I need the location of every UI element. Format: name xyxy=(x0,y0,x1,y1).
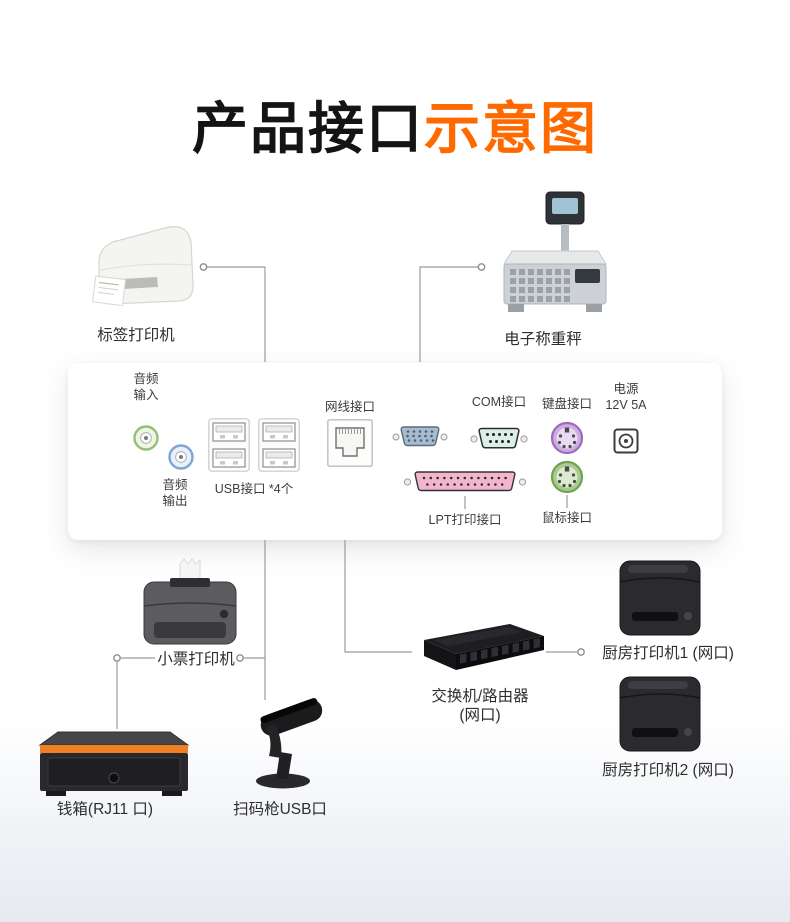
ps2-mouse-port-icon xyxy=(550,460,584,494)
audio-out-label: 音频 输出 xyxy=(162,478,188,508)
kitchen-printer-1-label: 厨房打印机1 (网口) xyxy=(602,645,734,662)
scanner-label: 扫码枪USB口 xyxy=(233,801,327,818)
audio-in-label: 音频 输入 xyxy=(133,372,159,402)
lpt-label: LPT打印接口 xyxy=(428,513,502,527)
lpt-port-icon xyxy=(403,469,527,495)
scale-label: 电子称重秤 xyxy=(504,331,582,348)
com-label: COM接口 xyxy=(471,395,527,409)
page-title: 产品接口示意图 xyxy=(0,84,790,165)
usb-label: USB接口 *4个 xyxy=(214,482,294,496)
keyboard-label: 键盘接口 xyxy=(541,397,592,411)
audio-out-jack-icon xyxy=(168,444,194,470)
kitchen-printer-2-label: 厨房打印机2 (网口) xyxy=(602,762,734,779)
kitchen-printer-1-image xyxy=(616,558,704,638)
mouse-label: 鼠标接口 xyxy=(541,511,592,525)
receipt-printer-image xyxy=(140,556,240,650)
cash-drawer-image xyxy=(38,730,190,798)
usb-ports-icon-right xyxy=(258,418,300,472)
label-printer-label: 标签打印机 xyxy=(97,327,175,344)
power-jack-icon xyxy=(613,428,639,454)
scale-image xyxy=(502,190,608,318)
usb-ports-icon-left xyxy=(208,418,250,472)
kitchen-printer-2-image xyxy=(616,674,704,754)
vga-port-icon xyxy=(392,423,448,451)
label-printer-image xyxy=(85,220,205,320)
lan-label: 网线接口 xyxy=(324,400,375,414)
cash-drawer-label: 钱箱(RJ11 口) xyxy=(56,801,154,818)
rj45-port-icon xyxy=(327,419,373,467)
page-title-orange: 示意图 xyxy=(424,97,598,160)
page-title-black: 产品接口 xyxy=(192,97,424,160)
scanner-image xyxy=(233,696,335,790)
com-port-icon xyxy=(470,425,528,453)
ps2-keyboard-port-icon xyxy=(550,421,584,455)
receipt-printer-label: 小票打印机 xyxy=(157,651,235,668)
switch-image xyxy=(410,622,548,686)
audio-in-jack-icon xyxy=(133,425,159,451)
power-label: 电源 12V 5A xyxy=(605,382,647,412)
switch-label: 交换机/路由器 (网口) xyxy=(431,688,529,724)
